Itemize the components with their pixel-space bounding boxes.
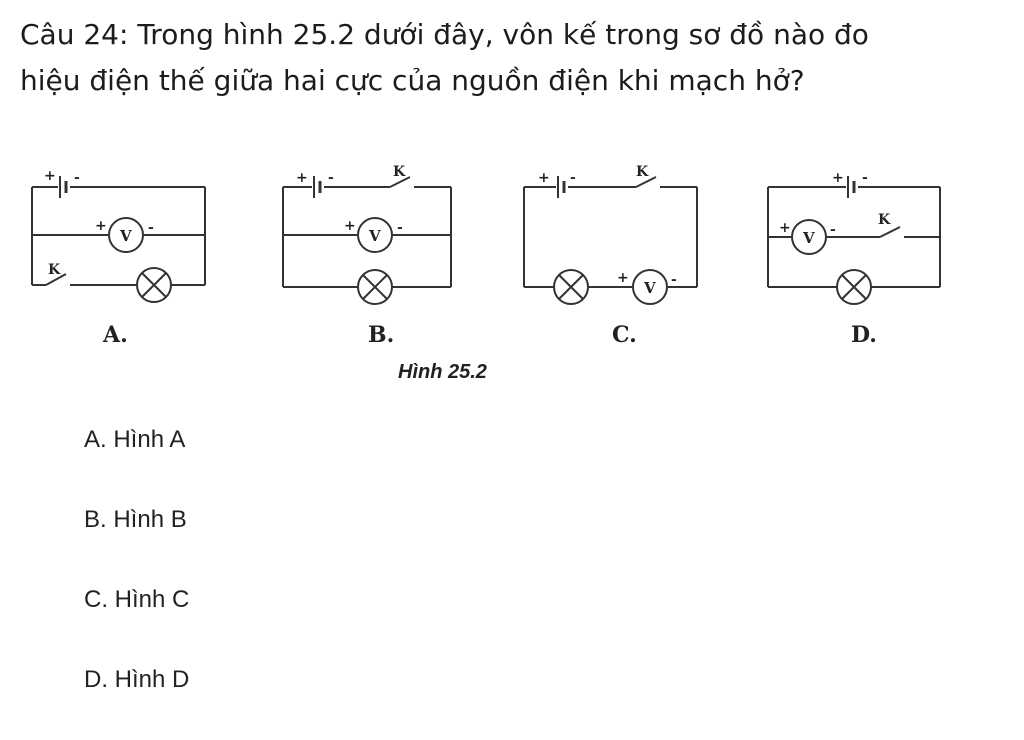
voltmeter-label: V bbox=[119, 227, 132, 245]
switch-label: K bbox=[393, 164, 406, 180]
diagram-label-c: C. bbox=[612, 322, 637, 348]
battery-icon bbox=[557, 176, 566, 198]
plus-sign: + bbox=[779, 220, 791, 236]
question-text: Câu 24: Trong hình 25.2 dưới đây, vôn kế… bbox=[20, 12, 1000, 104]
switch-icon bbox=[879, 226, 901, 238]
plus-sign: + bbox=[296, 170, 308, 186]
circuit-c bbox=[523, 176, 698, 305]
voltmeter-icon bbox=[632, 269, 668, 305]
question-line-1: Câu 24: Trong hình 25.2 dưới đây, vôn kế… bbox=[20, 18, 869, 51]
diagram-label-b: B. bbox=[368, 322, 394, 348]
battery-icon bbox=[847, 176, 856, 198]
circuit-figure: + - + - V K + - K + - V + - K + - V + - … bbox=[0, 150, 1024, 390]
option-b[interactable]: B. Hình B bbox=[84, 506, 187, 533]
lamp-icon bbox=[357, 269, 393, 305]
minus-sign: - bbox=[74, 170, 80, 186]
voltmeter-icon bbox=[791, 219, 827, 255]
plus-sign: + bbox=[832, 170, 844, 186]
option-a[interactable]: A. Hình A bbox=[84, 426, 186, 453]
answer-options: A. Hình A B. Hình B C. Hình C D. Hình D bbox=[84, 420, 189, 740]
switch-icon bbox=[635, 176, 657, 188]
battery-icon bbox=[59, 176, 68, 198]
battery-icon bbox=[313, 176, 322, 198]
figure-caption: Hình 25.2 bbox=[398, 361, 487, 383]
voltmeter-icon bbox=[357, 217, 393, 253]
option-d[interactable]: D. Hình D bbox=[84, 666, 190, 693]
diagram-label-d: D. bbox=[851, 322, 877, 348]
minus-sign: - bbox=[862, 170, 868, 186]
minus-sign: - bbox=[570, 170, 576, 186]
minus-sign: - bbox=[328, 170, 334, 186]
plus-sign: + bbox=[95, 218, 107, 234]
plus-sign: + bbox=[344, 218, 356, 234]
plus-sign: + bbox=[617, 270, 629, 286]
lamp-icon bbox=[136, 267, 172, 303]
lamp-icon bbox=[836, 269, 872, 305]
switch-label: K bbox=[878, 212, 891, 228]
diagram-label-a: A. bbox=[102, 322, 128, 348]
voltmeter-label: V bbox=[368, 227, 381, 245]
circuit-d bbox=[767, 176, 941, 305]
option-c[interactable]: C. Hình C bbox=[84, 586, 190, 613]
switch-icon bbox=[389, 176, 411, 188]
plus-sign: + bbox=[44, 168, 56, 184]
minus-sign: - bbox=[148, 220, 154, 236]
circuit-b bbox=[282, 176, 452, 305]
switch-label: K bbox=[636, 164, 649, 180]
circuit-diagrams: + - + - V K + - K + - V + - K + - V + - … bbox=[31, 164, 941, 383]
lamp-icon bbox=[553, 269, 589, 305]
minus-sign: - bbox=[397, 220, 403, 236]
voltmeter-icon bbox=[108, 217, 144, 253]
switch-label: K bbox=[48, 262, 61, 278]
voltmeter-label: V bbox=[643, 279, 656, 297]
minus-sign: - bbox=[671, 272, 677, 288]
plus-sign: + bbox=[538, 170, 550, 186]
switch-icon bbox=[45, 273, 67, 286]
voltmeter-label: V bbox=[802, 229, 815, 247]
question-line-2: hiệu điện thế giữa hai cực của nguồn điệ… bbox=[20, 64, 805, 97]
minus-sign: - bbox=[830, 222, 836, 238]
circuit-a bbox=[31, 176, 206, 303]
